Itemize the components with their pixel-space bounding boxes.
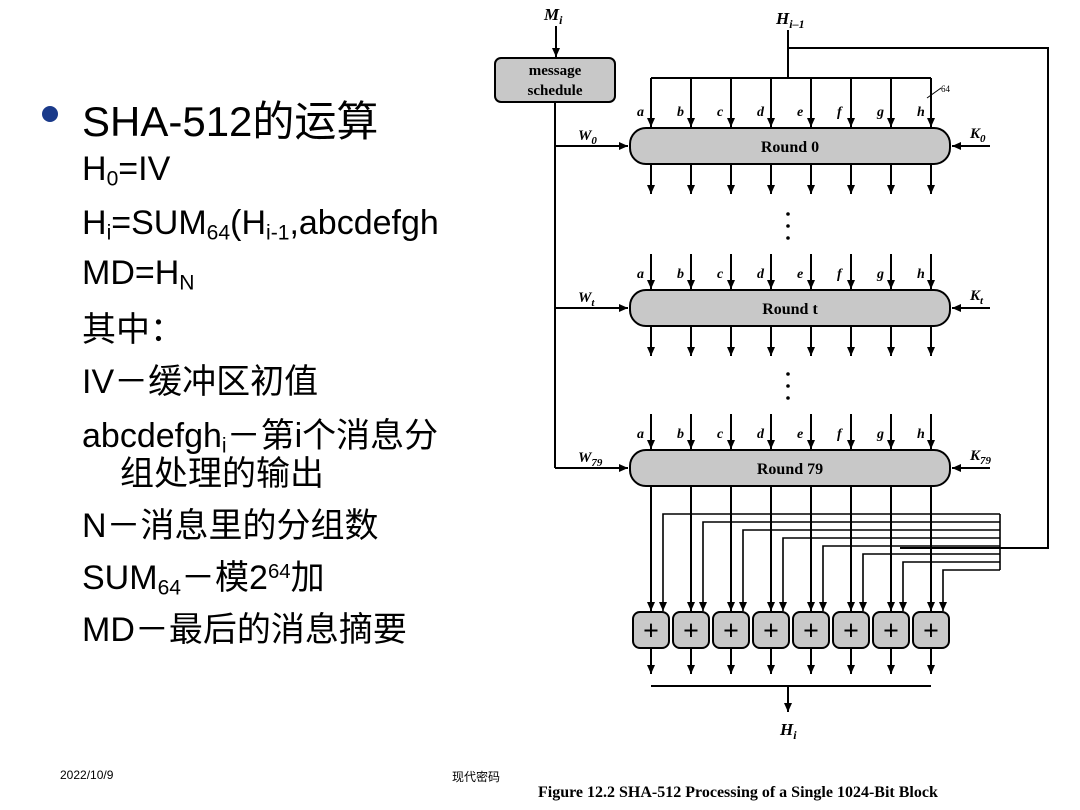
adder-plus: +: [723, 616, 739, 647]
line-n: N－消息里的分组数: [82, 507, 379, 545]
ellipsis-dots-2: [786, 372, 790, 400]
register-label: g: [876, 267, 884, 282]
register-label: e: [797, 427, 803, 442]
feedback-line: [779, 537, 1000, 611]
register-label: b: [677, 105, 684, 120]
line-md-def: MD－最后的消息摘要: [82, 611, 407, 649]
adder-plus: +: [763, 616, 779, 647]
adder-plus: +: [803, 616, 819, 647]
line-iv: IV－缓冲区初值: [82, 363, 319, 401]
register-label: f: [837, 427, 843, 442]
register-label: g: [876, 105, 884, 120]
register-label: e: [797, 105, 803, 120]
adder-plus: +: [683, 616, 699, 647]
register-label: d: [757, 427, 765, 442]
register-label: f: [837, 105, 843, 120]
k-label: K0: [969, 126, 986, 145]
w-label: Wt: [578, 290, 595, 309]
round-label: Round 0: [761, 139, 819, 156]
line-abcdefgh: abcdefghi－第i个消息分: [82, 417, 439, 458]
line-hi: Hi=SUM64(Hi-1,abcdefgh: [82, 204, 439, 245]
footer-date: 2022/10/9: [60, 768, 114, 782]
register-label: a: [637, 427, 644, 442]
line-abcdefgh-cont: 组处理的输出: [120, 455, 324, 493]
round-box: [629, 449, 951, 487]
figure-caption: Figure 12.2 SHA-512 Processing of a Sing…: [538, 784, 938, 801]
register-label: h: [917, 105, 925, 120]
register-label: b: [677, 267, 684, 282]
k-label: K79: [969, 448, 992, 467]
feedback-line: [939, 569, 1000, 611]
round-label: Round t: [762, 301, 818, 318]
w-label: W0: [578, 128, 597, 147]
slide-heading: SHA-512的运算: [82, 98, 379, 145]
register-label: c: [717, 427, 724, 442]
feedback-line: [739, 529, 1000, 611]
line-qizhong: 其中：: [82, 311, 184, 349]
round-box: [629, 289, 951, 327]
register-label: f: [837, 267, 843, 282]
adder-plus: +: [923, 616, 939, 647]
feedback-line: [659, 513, 1000, 611]
footer-source: 现代密码学: [452, 770, 500, 784]
output-h-label: Hi: [779, 720, 797, 742]
register-label: g: [876, 427, 884, 442]
feedback-line: [819, 545, 1000, 611]
ellipsis-dots-1: [786, 212, 790, 240]
register-label: c: [717, 105, 724, 120]
register-label: a: [637, 267, 644, 282]
bullet-dot: [42, 106, 58, 122]
register-label: d: [757, 105, 765, 120]
line-h0: H0=IV: [82, 150, 171, 191]
k-label: Kt: [969, 288, 984, 307]
line-md: MD=HN: [82, 254, 195, 295]
input-m-label: Mi: [543, 5, 563, 27]
round-label: Round 79: [757, 461, 823, 478]
register-label: d: [757, 267, 765, 282]
register-label: h: [917, 427, 925, 442]
w-label: W79: [578, 450, 603, 469]
feedback-line: [899, 561, 1000, 611]
feedback-line: [859, 553, 1000, 611]
register-label: b: [677, 427, 684, 442]
input-h-label: Hi–1: [775, 9, 805, 31]
round-box: [629, 127, 951, 165]
adder-plus: +: [843, 616, 859, 647]
schedule-label-1: message: [529, 63, 582, 79]
register-label: a: [637, 105, 644, 120]
adder-plus: +: [643, 616, 659, 647]
register-label: c: [717, 267, 724, 282]
schedule-label-2: schedule: [527, 83, 582, 99]
register-label: h: [917, 267, 925, 282]
slide-text-panel: SHA-512的运算 H0=IV Hi=SUM64(Hi-1,abcdefgh …: [0, 0, 500, 810]
line-sum: SUM64－模264加: [82, 559, 325, 600]
feedback-line: [699, 521, 1000, 611]
register-label: e: [797, 267, 803, 282]
adder-plus: +: [883, 616, 899, 647]
bit-width-label: 64: [941, 84, 951, 94]
